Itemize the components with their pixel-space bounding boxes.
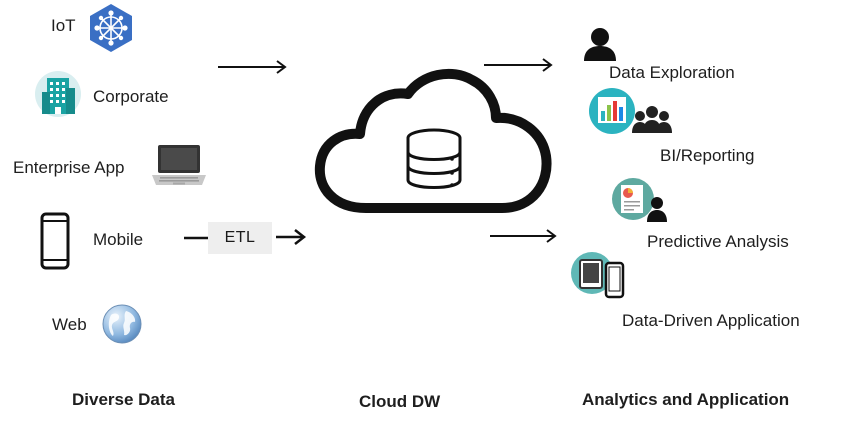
source-label-web: Web: [52, 315, 87, 334]
arrow-top-left: [218, 60, 287, 74]
etl-label: ETL: [224, 229, 256, 246]
bar-chart-users-icon: [589, 88, 672, 134]
iot-network-icon: [90, 4, 132, 52]
source-label-enterprise-app: Enterprise App: [13, 158, 125, 177]
globe-icon: [102, 304, 142, 344]
building-icon: [35, 71, 81, 117]
etl-box: ETL: [208, 222, 272, 254]
source-label-iot: IoT: [51, 16, 76, 35]
user-icon: [584, 28, 616, 61]
output-label-bi-reporting: BI/Reporting: [660, 146, 755, 165]
output-label-predictive-analysis: Predictive Analysis: [647, 232, 789, 251]
cloud-database-icon: [314, 68, 552, 213]
laptop-icon: [152, 145, 206, 185]
arrow-bottom-right: [490, 229, 557, 243]
outputs-heading: Analytics and Application: [582, 390, 790, 409]
source-label-corporate: Corporate: [93, 87, 169, 106]
source-label-mobile: Mobile: [93, 230, 144, 249]
arrow-mobile-etl: [184, 236, 208, 240]
arrow-top-right: [484, 58, 553, 72]
arrow-etl-cloud: [276, 229, 307, 245]
output-label-data-exploration: Data Exploration: [609, 63, 735, 82]
tablet-phone-icon: [571, 252, 625, 299]
smartphone-icon: [40, 212, 70, 270]
report-user-icon: [612, 178, 667, 222]
warehouse-heading: Cloud DW: [359, 392, 441, 411]
output-label-data-driven-application: Data-Driven Application: [622, 311, 800, 330]
sources-heading: Diverse Data: [72, 390, 176, 409]
